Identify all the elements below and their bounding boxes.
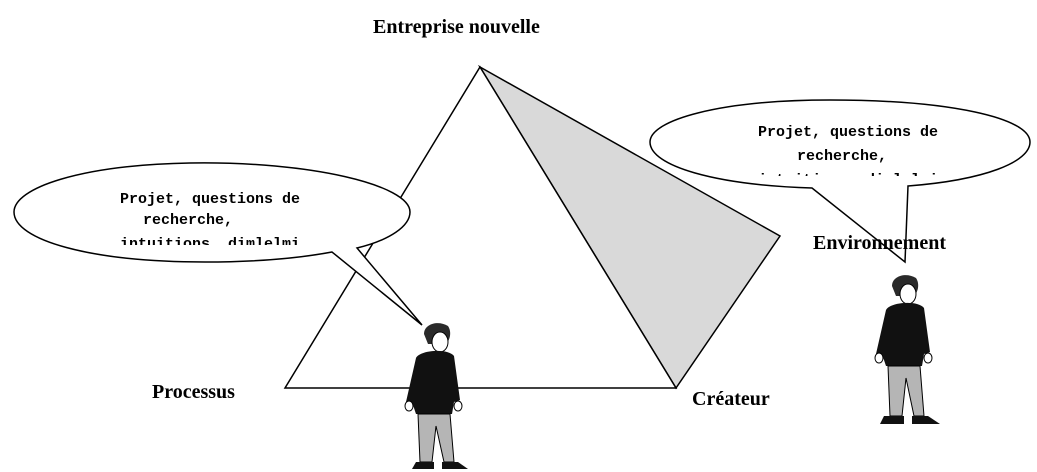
bubble-right-line2: recherche,	[797, 148, 887, 165]
person-right	[874, 275, 940, 424]
label-environnement: Environnement	[813, 232, 946, 254]
bubble-right-line1: Projet, questions de	[758, 124, 938, 141]
bubble-left-line3: intuitions, dimlelmi	[120, 236, 300, 253]
label-createur: Créateur	[692, 388, 770, 410]
speech-bubble-right: Projet, questions de recherche, intuitio…	[649, 99, 1031, 264]
bubble-left-line2: recherche,	[143, 212, 233, 229]
label-processus: Processus	[152, 381, 235, 403]
bubble-right-line3: intuitions, dimlelmi	[758, 172, 938, 189]
speech-bubble-left: Projet, questions de recherche, intuitio…	[13, 162, 423, 326]
label-entreprise-nouvelle: Entreprise nouvelle	[373, 16, 540, 38]
bubble-left-line1: Projet, questions de	[120, 191, 300, 208]
person-left	[404, 323, 468, 469]
